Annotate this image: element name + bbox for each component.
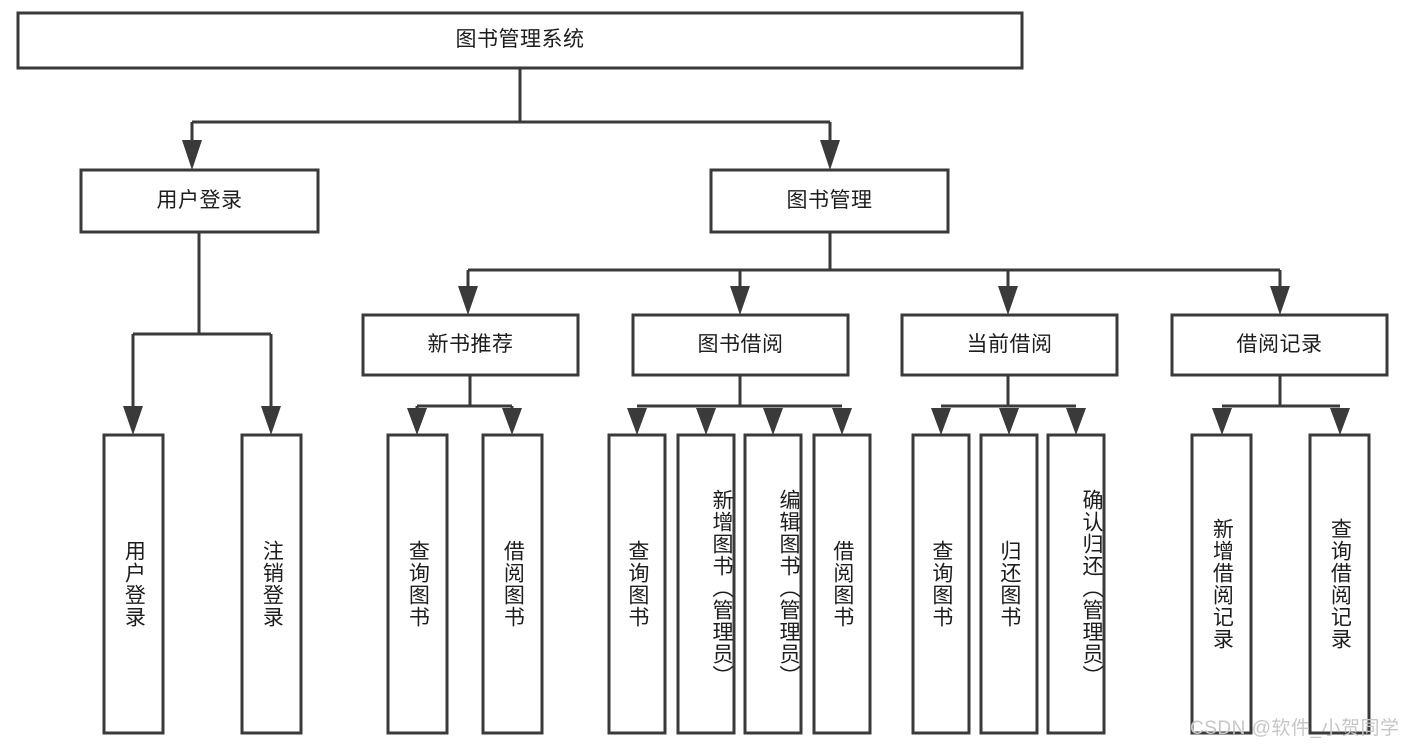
node-box-leaf-nb-0[interactable] xyxy=(386,433,449,735)
node-box-borrow-record[interactable] xyxy=(1170,313,1389,377)
arrow-current-borrow xyxy=(998,286,1018,315)
arrow-leaf-bb-2 xyxy=(763,408,783,435)
arrow-user-login xyxy=(182,140,202,170)
arrow-leaf-ul-0 xyxy=(123,406,143,435)
arrow-leaf-bb-3 xyxy=(832,408,852,435)
node-layer xyxy=(16,11,1389,735)
node-box-leaf-bb-2[interactable] xyxy=(743,433,803,735)
arrow-leaf-cb-0 xyxy=(931,408,951,435)
node-box-book-manage[interactable] xyxy=(709,168,950,234)
arrow-leaf-cb-2 xyxy=(1066,408,1086,435)
node-box-current-borrow[interactable] xyxy=(900,313,1119,377)
node-box-root[interactable] xyxy=(16,11,1024,70)
node-box-user-login[interactable] xyxy=(79,168,320,234)
arrow-borrow-record xyxy=(1270,286,1290,315)
arrow-book-manage xyxy=(820,140,840,170)
node-box-leaf-cb-0[interactable] xyxy=(911,433,971,735)
arrow-leaf-bb-0 xyxy=(627,408,647,435)
arrow-leaf-nb-0 xyxy=(407,408,427,435)
node-box-book-borrow[interactable] xyxy=(631,313,850,377)
arrow-leaf-ul-1 xyxy=(261,406,281,435)
arrow-new-book xyxy=(458,286,478,315)
arrow-leaf-nb-1 xyxy=(502,408,522,435)
arrow-leaf-br-0 xyxy=(1212,408,1232,435)
arrow-book-borrow xyxy=(730,286,750,315)
node-box-leaf-bb-1[interactable] xyxy=(676,433,736,735)
node-box-leaf-cb-1[interactable] xyxy=(979,433,1039,735)
arrow-leaf-br-1 xyxy=(1330,408,1350,435)
node-box-leaf-bb-3[interactable] xyxy=(812,433,872,735)
node-box-new-book[interactable] xyxy=(361,313,580,377)
node-box-leaf-br-0[interactable] xyxy=(1190,433,1253,735)
connector-layer xyxy=(123,68,1350,435)
node-box-leaf-ul-0[interactable] xyxy=(102,433,165,735)
arrow-leaf-bb-1 xyxy=(696,408,716,435)
node-box-leaf-nb-1[interactable] xyxy=(481,433,544,735)
node-box-leaf-bb-0[interactable] xyxy=(607,433,667,735)
node-box-leaf-cb-2[interactable] xyxy=(1046,433,1106,735)
arrow-leaf-cb-1 xyxy=(999,408,1019,435)
node-box-leaf-ul-1[interactable] xyxy=(240,433,303,735)
node-box-leaf-br-1[interactable] xyxy=(1308,433,1371,735)
